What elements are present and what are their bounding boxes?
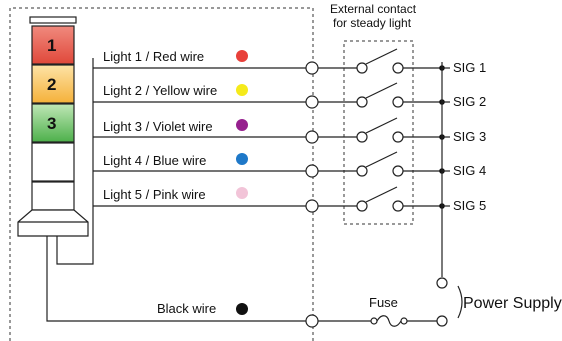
wire-3-label: Light 3 / Violet wire [103,119,213,134]
external-contact-label-line1: External contact [330,2,417,16]
fuse-label: Fuse [369,295,398,310]
contact-b-2 [392,96,404,108]
tower-tier-2 [31,64,75,104]
black-wire-label: Black wire [157,301,216,316]
contact-a-1 [356,62,368,74]
wire-1: Light 1 / Red wire [93,49,310,69]
wire-2-color-dot [236,84,248,96]
tier-label-3: 3 [47,114,56,133]
signal-tower: 1 2 3 [17,16,89,237]
external-contact-label-line2: for steady light [333,16,412,30]
signal-label-1: SIG 1 [453,60,486,75]
tier-label-2: 2 [47,75,56,94]
black-wire-run [46,236,310,322]
switch-row-4: SIG 4 [305,151,486,178]
power-supply-label: Power Supply [463,295,562,312]
wire-5-color-dot [236,187,248,199]
tower-tier-1 [31,25,75,65]
wire-4-label: Light 4 / Blue wire [103,153,206,168]
switch-row-1: SIG 1 [305,48,486,75]
contact-a-3 [356,131,368,143]
black-wire-terminal [305,314,319,328]
black-wire-color-dot [236,303,248,315]
wire-1-color-dot [236,50,248,62]
contact-b-4 [392,165,404,177]
contact-a-2 [356,96,368,108]
wire-4: Light 4 / Blue wire [93,153,310,172]
power-terminal-positive [436,277,448,289]
tier-label-1: 1 [47,36,56,55]
switch-row-5: SIG 5 [305,186,486,213]
contact-b-5 [392,200,404,212]
contact-b-3 [392,131,404,143]
contact-a-5 [356,200,368,212]
signal-label-3: SIG 3 [453,129,486,144]
wire-3: Light 3 / Violet wire [93,119,310,138]
wire-5: Light 5 / Pink wire [93,187,310,207]
switch-row-3: SIG 3 [305,117,486,144]
wire-4-color-dot [236,153,248,165]
contact-a-4 [356,165,368,177]
wire-5-label: Light 5 / Pink wire [103,187,206,202]
signal-label-5: SIG 5 [453,198,486,213]
wire-2: Light 2 / Yellow wire [93,83,310,103]
power-supply-bracket [457,285,463,319]
signal-label-4: SIG 4 [453,163,486,178]
wire-2-label: Light 2 / Yellow wire [103,83,217,98]
power-terminal-negative [436,315,448,327]
contact-b-1 [392,62,404,74]
wire-1-label: Light 1 / Red wire [103,49,204,64]
switch-row-2: SIG 2 [305,82,486,109]
tower-tier-3 [31,103,75,143]
wire-bundle [56,58,94,265]
wire-3-color-dot [236,119,248,131]
fuse-symbol [376,315,402,327]
signal-label-2: SIG 2 [453,94,486,109]
